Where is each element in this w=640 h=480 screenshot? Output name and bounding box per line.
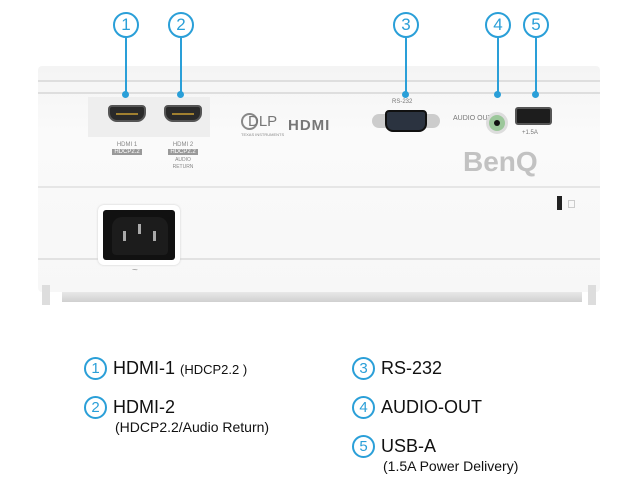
hdmi-2-label: HDMI 2 xyxy=(172,142,194,148)
benq-logo: BenQ xyxy=(463,146,538,177)
divider xyxy=(38,186,600,188)
callout-3: 3 xyxy=(393,12,419,38)
audio-out-jack xyxy=(486,112,508,134)
callout-dot xyxy=(122,91,129,98)
lock-icon xyxy=(568,200,575,208)
rs232-label: RS-232 xyxy=(392,99,413,105)
legend-title-1: HDMI-1 xyxy=(113,358,175,378)
legend-title-2: HDMI-2 xyxy=(113,397,175,417)
hdmi-1-port xyxy=(108,105,146,122)
callout-dot xyxy=(494,91,501,98)
hdmi-1-label: HDMI 1 xyxy=(116,142,138,148)
hdmi-2-port xyxy=(164,105,202,122)
callout-dot xyxy=(402,91,409,98)
legend-num-2: 2 xyxy=(84,396,107,419)
power-socket xyxy=(103,210,175,260)
usb-a-port xyxy=(515,107,552,125)
callout-dot xyxy=(177,91,184,98)
hdmi-2-badge: HDCP2.2 xyxy=(168,149,198,155)
legend-detail-1: (HDCP2.2 ) xyxy=(180,362,248,377)
rs232-port xyxy=(385,110,427,132)
kensington-lock-slot xyxy=(557,196,562,210)
legend-num-5: 5 xyxy=(352,435,375,458)
legend-title-5: USB-A xyxy=(381,436,437,456)
legend-title-3: RS-232 xyxy=(381,358,443,378)
audio-out-label: AUDIO OUT xyxy=(453,115,492,122)
hdmi-1-badge: HDCP2.2 xyxy=(112,149,142,155)
hdmi-logo: HDMI xyxy=(288,117,331,134)
dlp-logo: DLP xyxy=(248,113,278,130)
legend-num-3: 3 xyxy=(352,357,375,380)
legend-detail-5: (1.5A Power Delivery) xyxy=(383,458,519,474)
foot-right xyxy=(588,285,596,305)
divider xyxy=(38,92,600,94)
callout-dot xyxy=(532,91,539,98)
dlp-logo-ring xyxy=(241,113,258,130)
legend-num-1: 1 xyxy=(84,357,107,380)
callout-5: 5 xyxy=(523,12,549,38)
projector-base xyxy=(62,292,582,302)
legend-num-4: 4 xyxy=(352,396,375,419)
callout-1: 1 xyxy=(113,12,139,38)
callout-4: 4 xyxy=(485,12,511,38)
divider xyxy=(38,258,600,260)
callout-2: 2 xyxy=(168,12,194,38)
divider xyxy=(38,80,600,82)
foot-left xyxy=(42,285,50,305)
hdmi-2-sub: AUDIO RETURN xyxy=(172,157,194,170)
dlp-sub: TEXAS INSTRUMENTS xyxy=(241,132,285,137)
legend-detail-2: (HDCP2.2/Audio Return) xyxy=(115,419,270,435)
usb-label: +1.5A xyxy=(522,130,538,136)
legend-title-4: AUDIO-OUT xyxy=(381,397,482,417)
ac-symbol: ~ xyxy=(132,265,138,276)
